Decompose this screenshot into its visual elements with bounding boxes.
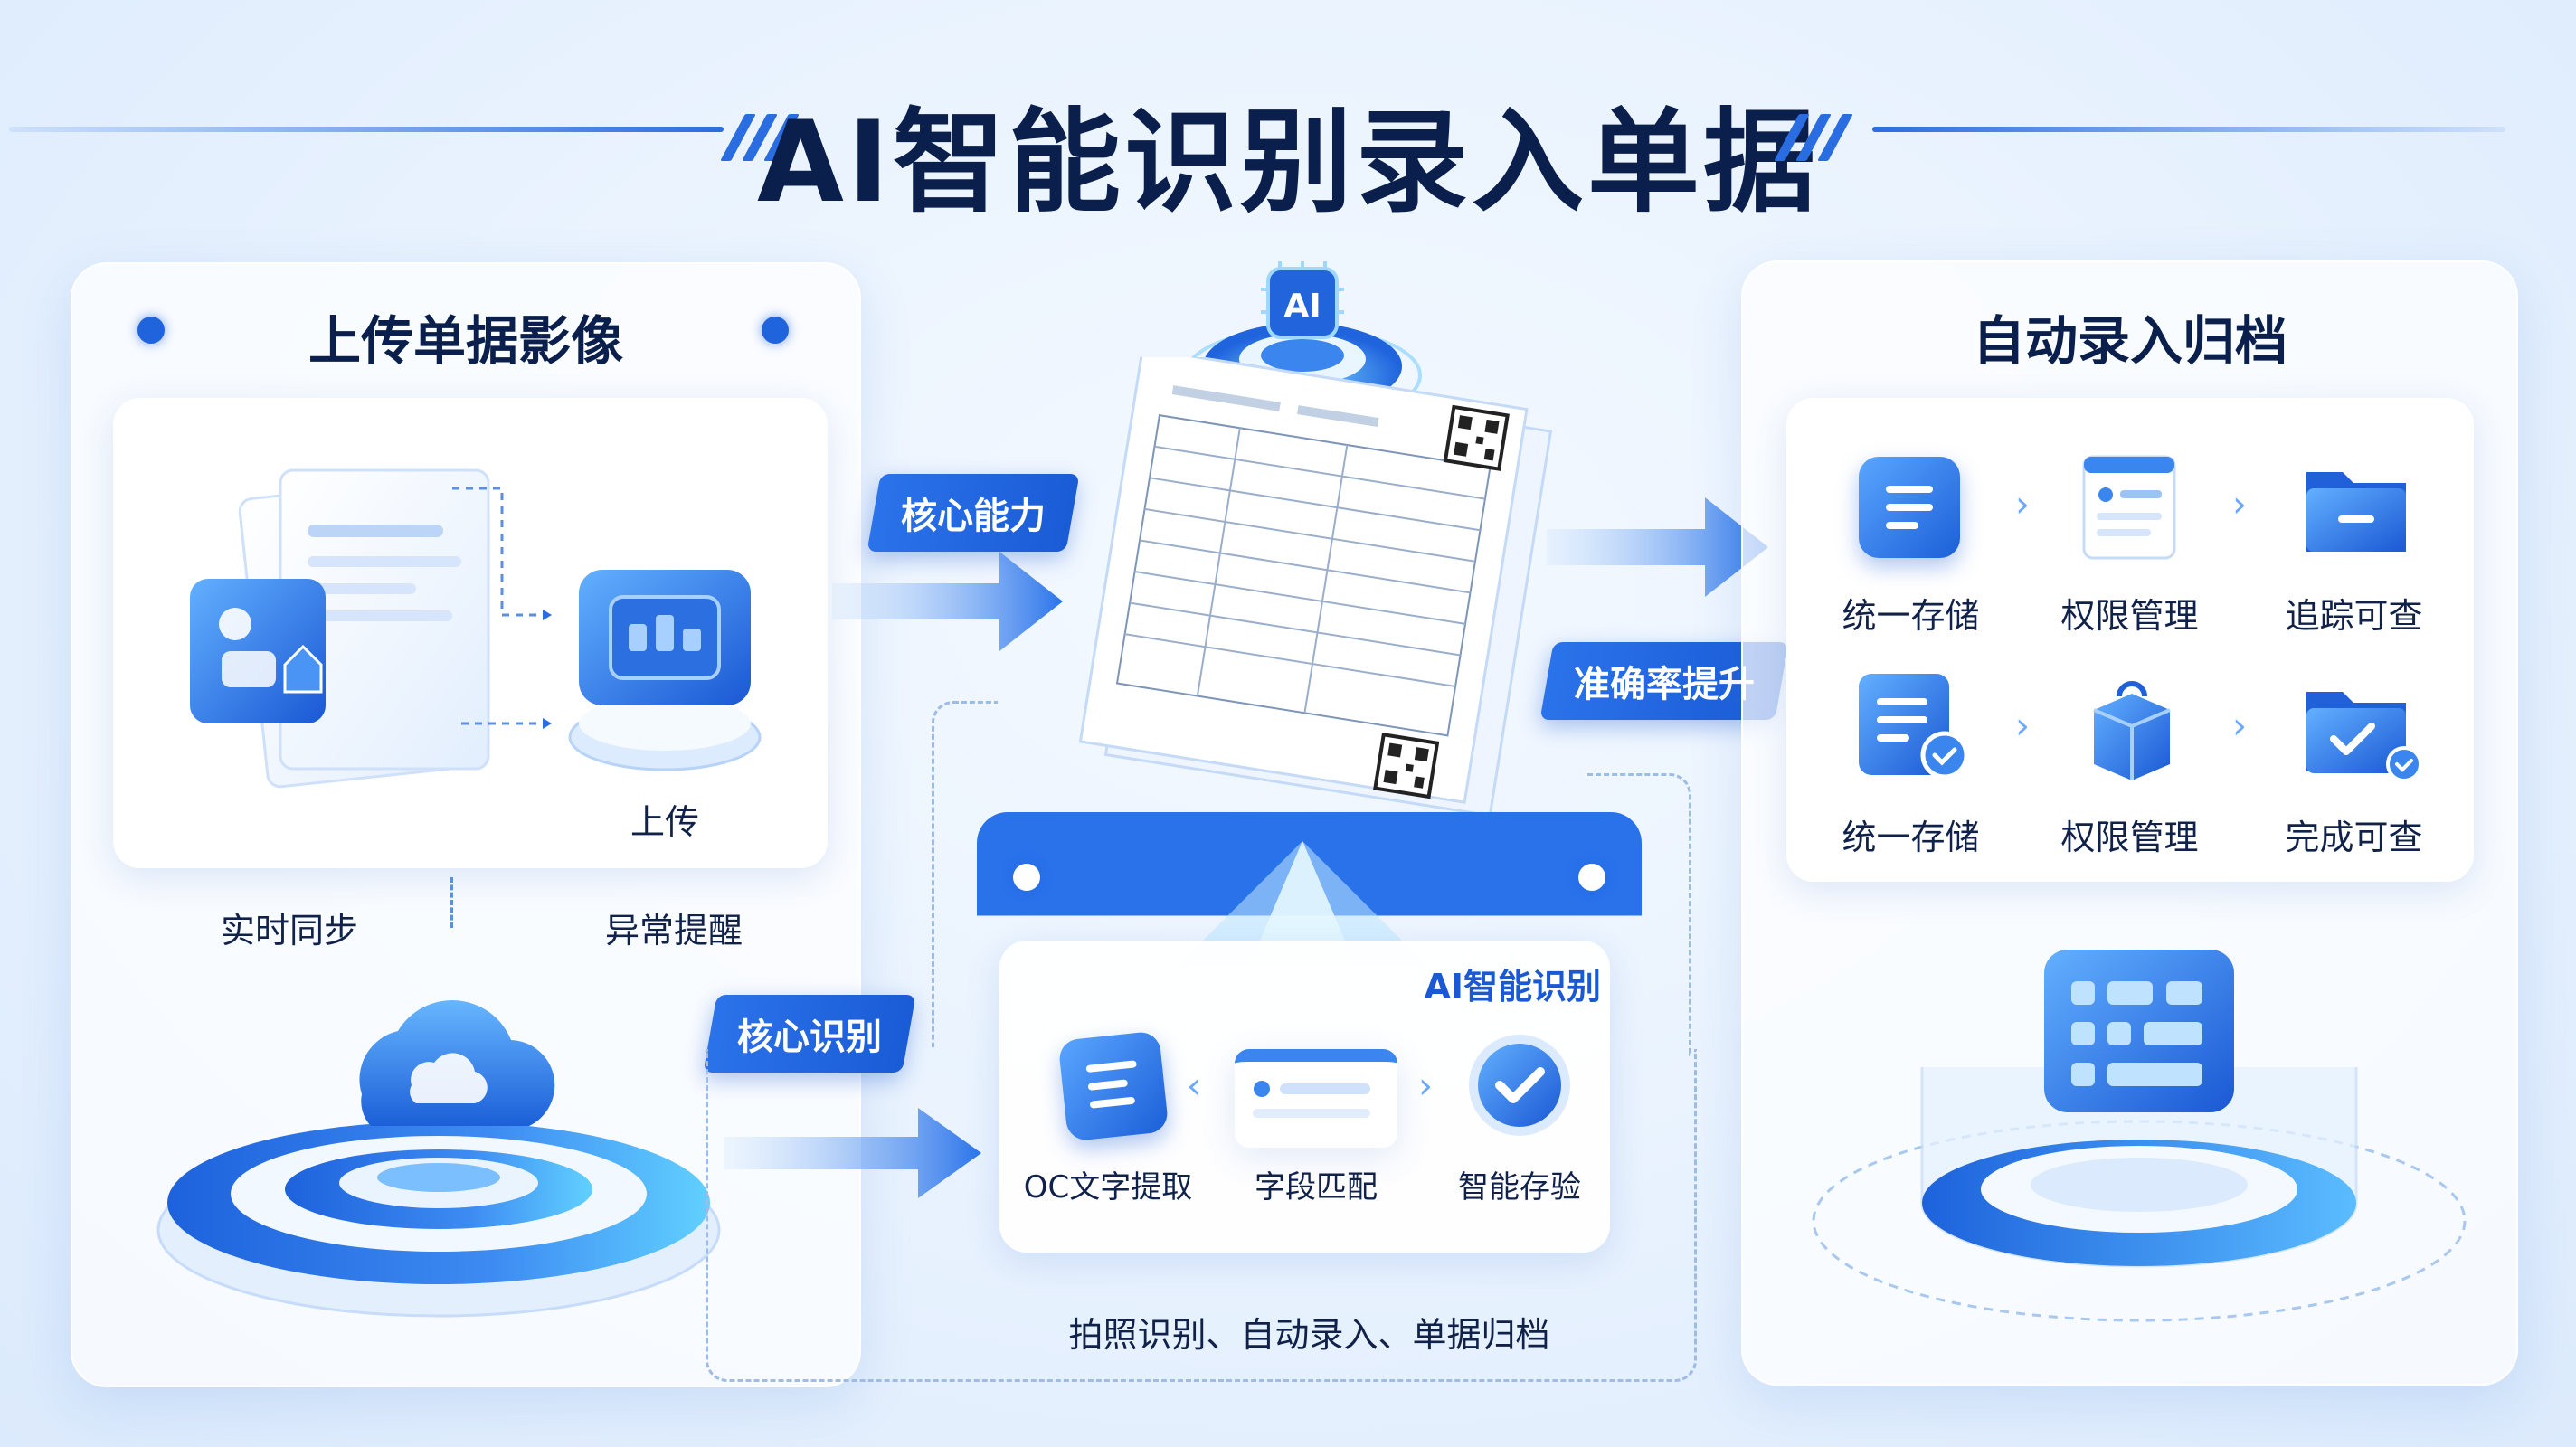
row1-chevron-2: › bbox=[2232, 484, 2247, 525]
row1-label-2: 权限管理 bbox=[2060, 596, 2199, 636]
header-line-right bbox=[1872, 127, 2505, 132]
folder-icon[interactable] bbox=[2297, 452, 2415, 561]
cloud-sync-platform-icon bbox=[156, 1000, 721, 1318]
row2-label-3: 完成可查 bbox=[2285, 818, 2423, 857]
flow-arrow-to-module bbox=[724, 1108, 981, 1198]
archive-panel-title: 自动录入归档 bbox=[1972, 310, 2287, 372]
module-dashed-outline bbox=[706, 1049, 1697, 1382]
row1-chevron-1: › bbox=[2015, 484, 2030, 525]
archive-platform-icon bbox=[1812, 950, 2467, 1322]
sync-arrow bbox=[450, 877, 456, 928]
doc-dashed-outline bbox=[932, 701, 998, 1047]
header-line-left bbox=[9, 127, 724, 132]
right-dashed-outline bbox=[1587, 773, 1691, 1056]
step-chevron-2: › bbox=[1418, 1065, 1433, 1107]
header-slashes-right bbox=[1774, 114, 1853, 165]
document-storage-icon[interactable] bbox=[1859, 457, 1960, 558]
module-dot-left bbox=[1013, 864, 1040, 891]
document-upload-icon bbox=[190, 468, 490, 789]
ai-chip-label: AI bbox=[1283, 288, 1321, 325]
upload-connectors bbox=[452, 487, 552, 729]
module-dot-right bbox=[1578, 864, 1605, 891]
upload-device-icon[interactable] bbox=[561, 543, 769, 778]
row1-label-1: 统一存储 bbox=[1842, 596, 1980, 636]
sync-label: 实时同步 bbox=[220, 911, 358, 950]
step-label-ocr: OC文字提取 bbox=[1023, 1169, 1193, 1206]
scan-beam bbox=[1176, 841, 1429, 968]
flow-arrow-to-center bbox=[832, 552, 1063, 651]
step-label-field-match: 字段匹配 bbox=[1255, 1169, 1378, 1206]
document-text-icon[interactable] bbox=[1057, 1030, 1170, 1142]
footer-caption: 拍照识别、自动录入、单据归档 bbox=[1068, 1315, 1550, 1355]
check-circle-icon[interactable] bbox=[1465, 1031, 1574, 1140]
panel-dot-right bbox=[762, 317, 789, 344]
ai-recognition-title: AI智能识别 bbox=[1424, 967, 1601, 1007]
row1-label-3: 追踪可查 bbox=[2285, 596, 2423, 636]
page-title: AI智能识别录入单据 bbox=[756, 98, 1820, 228]
field-card-icon[interactable] bbox=[1235, 1049, 1397, 1148]
package-icon[interactable] bbox=[2076, 669, 2189, 787]
flow-arrow-to-right bbox=[1547, 497, 1768, 597]
upload-label: 上传 bbox=[630, 802, 699, 842]
row2-chevron-2: › bbox=[2232, 705, 2247, 747]
document-check-icon[interactable] bbox=[1854, 669, 1981, 787]
alert-label: 异常提醒 bbox=[604, 911, 743, 950]
row2-label-2: 权限管理 bbox=[2060, 818, 2199, 857]
row2-label-1: 统一存储 bbox=[1842, 818, 1980, 857]
upload-panel-title: 上传单据影像 bbox=[308, 310, 623, 372]
permission-doc-icon[interactable] bbox=[2071, 448, 2189, 565]
folder-check-icon[interactable] bbox=[2297, 674, 2424, 787]
panel-dot-left bbox=[137, 317, 165, 344]
scanned-document-icon bbox=[1078, 357, 1553, 818]
row2-chevron-1: › bbox=[2015, 705, 2030, 747]
step-label-verify: 智能存验 bbox=[1458, 1169, 1581, 1206]
step-chevron-1: ‹ bbox=[1187, 1065, 1201, 1107]
